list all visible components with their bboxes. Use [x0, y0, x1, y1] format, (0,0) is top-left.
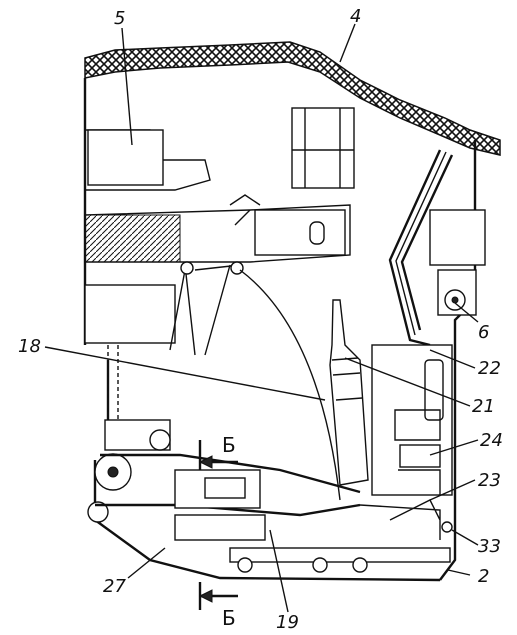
callout-4: 4	[350, 6, 361, 27]
motor-bracket-pulley	[149, 429, 171, 451]
callout-24: 24	[480, 430, 503, 451]
drive-gear-hub	[451, 296, 459, 304]
leader-21	[344, 357, 471, 407]
leader-33	[451, 529, 479, 546]
callout-19: 19	[276, 612, 299, 633]
section-mark-top: Б	[222, 433, 236, 457]
rammer-roller-2	[312, 557, 328, 573]
callout-2: 2	[478, 566, 489, 587]
leader-22	[429, 349, 476, 369]
gun-cradle-hatch	[84, 214, 181, 263]
projectile	[329, 299, 369, 486]
callout-33: 33	[478, 536, 501, 557]
swing-arc	[239, 269, 341, 501]
roof-periscope-detail	[292, 108, 354, 188]
leader-5	[121, 27, 133, 146]
left-panel	[84, 284, 176, 344]
loader-tray	[424, 359, 444, 421]
linkage-pivot-right	[230, 261, 244, 275]
callout-6: 6	[478, 322, 489, 343]
rammer-roller-1	[237, 557, 253, 573]
idler-pulley	[87, 501, 109, 523]
leader-4	[339, 23, 356, 63]
lower-right-linkage	[359, 499, 441, 540]
callout-22: 22	[478, 358, 501, 379]
callout-27: 27	[103, 576, 126, 597]
motor-shaft	[107, 466, 119, 478]
leader-24	[429, 439, 479, 456]
callout-23: 23	[478, 470, 501, 491]
turret-roof-armor	[84, 41, 501, 156]
ammunition-chute-inner	[395, 151, 447, 336]
section-arrow-bottom-head	[198, 589, 213, 603]
gun-mechanism	[254, 209, 346, 256]
drive-carriage-inner	[204, 477, 246, 499]
gun-upper-bracket	[229, 194, 261, 226]
roof-periscope-block	[291, 107, 355, 189]
leader-6	[454, 302, 479, 323]
component-24	[399, 444, 441, 468]
pivot-33	[441, 521, 453, 533]
drive-unit	[429, 209, 486, 266]
gun-slot	[309, 221, 325, 245]
rammer-rail	[229, 547, 451, 563]
linkage-pivot-left	[180, 261, 194, 275]
callout-18: 18	[18, 336, 41, 357]
linkage-arms	[169, 264, 241, 356]
ammunition-chute	[388, 149, 454, 347]
leader-19	[269, 529, 289, 613]
leader-23	[429, 479, 476, 501]
leader-2	[447, 569, 471, 576]
callout-5: 5	[114, 8, 125, 29]
component-5-block	[87, 129, 164, 186]
rammer-tray	[174, 514, 266, 541]
leader-27	[127, 547, 166, 579]
callout-21: 21	[472, 396, 495, 417]
section-arrow-top-head	[198, 455, 213, 469]
projectile-bands	[331, 357, 363, 401]
rammer-roller-3	[352, 557, 368, 573]
loader-brackets	[394, 409, 441, 495]
leader-18	[44, 346, 326, 401]
section-mark-bottom: Б	[222, 606, 236, 630]
